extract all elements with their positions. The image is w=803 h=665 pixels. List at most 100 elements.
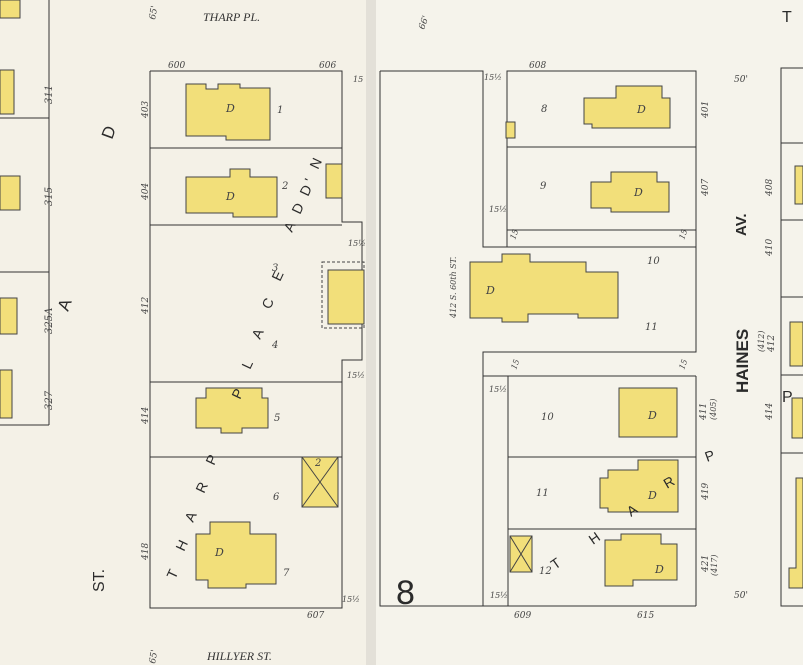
dwelling [195,387,269,434]
dwelling [469,253,619,323]
side-number: 418 [141,543,151,561]
road-width: 66' [417,15,431,32]
lot-number: 7 [283,568,290,579]
lot-number: 12 [539,566,552,577]
side-number: 407 [701,179,711,197]
side-number: 414 [141,407,151,425]
dwelling-mark: D [225,190,235,203]
dwelling [599,459,679,513]
street-label-haines: HAINES [733,329,752,393]
page-gutter [366,0,376,665]
dwelling-mark: D [485,284,495,297]
street-label-hillyer-st: HILLYER ST. [206,649,272,663]
block-number: 608 [529,61,546,71]
dimension: 15½ [347,371,365,380]
side-number: 411 [699,403,709,421]
street-number: 311 [44,85,55,104]
addition-letter: ' [301,176,317,185]
street-label-st: ST. [91,569,108,592]
dwelling-mark: D [633,186,643,199]
side-number: 414 [765,403,775,421]
lot-number: 4 [271,340,278,351]
lot-number: 10 [541,412,554,423]
block-number: 615 [637,611,654,621]
dimension: 15½ [342,595,360,604]
right-block-upper [379,70,697,607]
side-number: 410 [765,239,775,257]
outbuilding [327,269,365,325]
block-number: 600 [168,61,185,71]
lot-number: 5 [274,413,280,424]
sheet-number: 8 [396,574,415,612]
street-number: 315 [44,187,55,206]
dimension: 15½ [484,73,502,82]
road-width: 65' [148,649,160,664]
dimension: 15 [677,228,689,241]
av-width: 50' [734,75,748,85]
dwelling [195,521,277,589]
lot-number: 10 [647,256,660,267]
side-number: 408 [765,179,775,197]
street-label-tharp-pl: THARP PL. [203,10,260,24]
dwelling-mark: D [647,409,657,422]
block-number: 606 [319,61,336,71]
dimension: 15½ [489,205,507,214]
dimension: 15 [677,358,689,371]
side-number: 403 [141,101,151,119]
dwelling [604,533,678,587]
block-number: 607 [307,611,324,621]
dwelling [618,387,678,438]
left-panel [0,0,366,665]
block-number: 609 [514,611,531,621]
street-number: 325A [44,308,55,334]
lot-number: 2 [281,181,288,192]
lot-number: 8 [541,104,547,115]
alt-number: (405) [709,398,718,420]
far-left-block [0,0,50,426]
side-number: 401 [701,101,711,119]
dimension: 15½ [490,591,508,600]
side-number: 419 [701,483,711,501]
lot-number: 9 [540,181,547,192]
dwelling-mark: D [225,102,235,115]
side-number: 412 [767,335,777,353]
dwelling [590,171,670,213]
lot-number: 11 [536,488,549,499]
road-width: 65' [148,5,160,20]
alt-number: (412) [757,330,766,352]
alt-number: (417) [710,554,719,576]
dwelling-mark: D [654,563,664,576]
left-block [149,70,365,609]
dimension: 15½ [489,385,507,394]
dimension: 15 [353,75,363,84]
building-address: 412 S. 60th ST. [449,257,458,319]
street-letter: P [782,389,793,406]
side-number: 412 [141,297,151,315]
lot-number: 3 [272,263,278,274]
av-width: 50' [734,591,748,601]
street-letter: T [782,9,792,26]
dwelling [185,83,271,141]
dwelling-mark: D [214,546,224,559]
side-number: 421 [701,555,711,573]
dimension: 15½ [348,239,366,248]
dwelling-mark: D [636,103,646,116]
dwelling-mark: D [647,489,657,502]
lot-number: 11 [645,322,658,333]
far-right-block [780,67,803,607]
street-label-av: AV. [733,213,750,236]
lot-number: 1 [277,105,283,116]
dwelling [583,85,671,129]
side-number: 404 [141,183,151,201]
outbuilding [325,163,343,199]
dimension: 15 [509,358,521,371]
lot-number: 6 [273,492,280,503]
outbuilding [505,121,516,139]
dimension: 15 [508,228,520,241]
street-letter: D [98,123,120,141]
story-mark: 2 [314,458,321,469]
dwelling [185,168,278,218]
street-number: 327 [44,390,55,410]
